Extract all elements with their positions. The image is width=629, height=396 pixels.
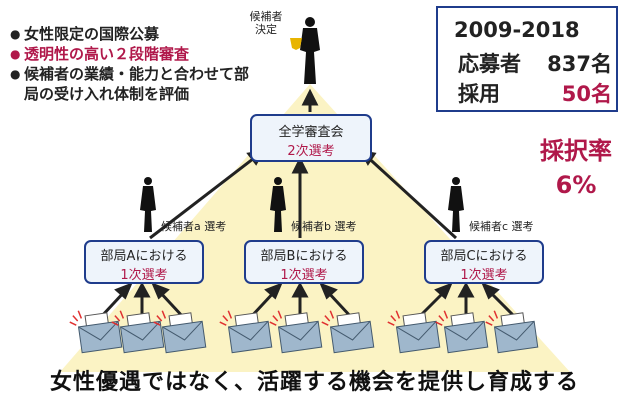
- feature-item-1: ●女性限定の国際公募: [10, 25, 160, 43]
- envelope-icon: [387, 310, 441, 354]
- candidate-figure-b: [270, 177, 286, 232]
- envelope-icon: [485, 310, 539, 354]
- candidate-label-a: 候補者a 選考: [161, 220, 227, 233]
- department-a-box: 部局Aにおける 1次選考: [84, 240, 204, 284]
- slogan: 女性優遇ではなく、活躍する機会を提供し育成する: [49, 370, 579, 395]
- department-b-box: 部局Bにおける 1次選考: [244, 240, 364, 284]
- candidate-label-c: 候補者c 選考: [469, 220, 534, 233]
- rate-label: 採択率: [540, 137, 612, 165]
- feature-text-1: 女性限定の国際公募: [24, 25, 160, 43]
- committee-box: 全学審査会 2次選考: [250, 114, 372, 162]
- envelope-icon: [111, 310, 165, 354]
- decided-label: 候補者 決定: [249, 10, 283, 36]
- acceptance-rate: 採択率 6%: [532, 134, 620, 202]
- department-a-title: 部局Aにおける: [100, 249, 188, 264]
- candidate-figure-c: [448, 177, 464, 232]
- candidate-figure-a: [140, 177, 156, 232]
- feature-item-3: ●候補者の業績・能力と合わせて部局の受け入れ体制を評価: [10, 65, 250, 103]
- department-c-title: 部局Cにおける: [440, 249, 528, 264]
- feature-item-2: ●透明性の高い２段階審査: [10, 45, 190, 63]
- envelope-icon: [219, 310, 273, 354]
- committee-stage: 2次選考: [287, 144, 335, 159]
- feature-list: ●女性限定の国際公募 ●透明性の高い２段階審査 ●候補者の業績・能力と合わせて部…: [10, 24, 250, 104]
- stats-years: 2009-2018: [454, 18, 580, 42]
- feature-text-2: 透明性の高い２段階審査: [24, 45, 190, 63]
- candidate-figure-decided: [290, 17, 320, 84]
- envelope-icon: [69, 310, 123, 354]
- envelope-icon: [321, 310, 375, 354]
- candidate-label-b: 候補者b 選考: [291, 220, 357, 233]
- stats-box: 2009-2018 応募者 837名 採用 50名: [436, 6, 618, 112]
- spotlight-beam: [60, 84, 570, 372]
- applicants-value: 837名: [547, 52, 612, 76]
- department-a-stage: 1次選考: [120, 268, 168, 283]
- application-envelopes: [69, 310, 539, 354]
- department-c-stage: 1次選考: [460, 268, 508, 283]
- department-b-stage: 1次選考: [280, 268, 328, 283]
- feature-text-3: 候補者の業績・能力と合わせて部局の受け入れ体制を評価: [24, 65, 250, 103]
- committee-title: 全学審査会: [278, 125, 344, 140]
- applicants-label: 応募者: [458, 52, 521, 76]
- department-b-title: 部局Bにおける: [260, 249, 348, 264]
- envelope-icon: [435, 310, 489, 354]
- hired-value: 50名: [561, 82, 612, 106]
- rate-value: 6%: [555, 171, 597, 199]
- hired-label: 採用: [458, 82, 500, 106]
- department-c-box: 部局Cにおける 1次選考: [424, 240, 544, 284]
- stats-applicants-row: 応募者 837名: [458, 48, 612, 78]
- stats-hired-row: 採用 50名: [458, 78, 612, 108]
- envelope-icon: [153, 310, 207, 354]
- arrows: [98, 88, 518, 320]
- envelope-icon: [269, 310, 323, 354]
